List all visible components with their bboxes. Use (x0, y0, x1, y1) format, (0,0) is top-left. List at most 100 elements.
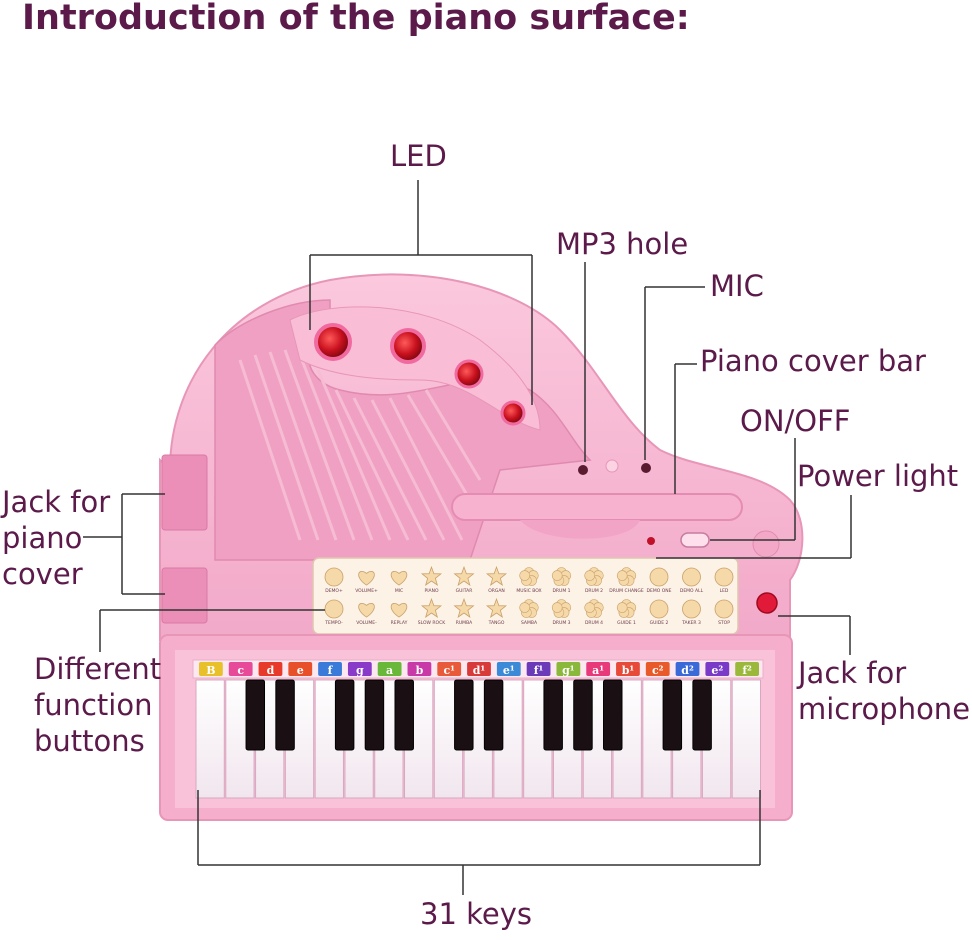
function-button-bottom-1[interactable] (324, 599, 344, 619)
black-keys (245, 679, 712, 751)
note-tag (526, 662, 551, 676)
microphone-jack (756, 592, 778, 614)
black-key[interactable] (603, 679, 623, 751)
label-mp3-hole: MP3 hole (556, 227, 689, 261)
note-tag (377, 662, 402, 676)
function-button-label: VOLUME+ (355, 588, 378, 594)
page-title: Introduction of the piano surface: (22, 0, 690, 38)
label-jack-microphone-line1: Jack for (798, 656, 907, 690)
function-button-bottom-11[interactable] (649, 599, 669, 619)
function-button-top-1[interactable] (324, 567, 344, 587)
function-button-top-4[interactable] (420, 565, 443, 586)
led-light-3 (454, 359, 484, 389)
black-key[interactable] (692, 679, 712, 751)
label-jack-piano-cover-line3: cover (2, 557, 83, 591)
function-button-label: TEMPO- (324, 620, 343, 626)
function-button-label: DEMO+ (325, 588, 343, 594)
mp3-hole (578, 465, 588, 475)
function-button-bottom-6[interactable] (485, 597, 508, 618)
function-button-top-3[interactable] (390, 571, 408, 586)
function-button-label: DRUM 2 (585, 588, 603, 594)
function-button-bottom-7[interactable] (519, 599, 539, 618)
function-button-label: TANGO (488, 620, 505, 626)
note-tag (288, 662, 313, 676)
note-tag (705, 662, 730, 676)
note-label: d² (681, 664, 694, 677)
black-key[interactable] (334, 679, 355, 751)
function-button-top-10[interactable] (616, 567, 637, 586)
function-button-bottom-12[interactable] (682, 599, 701, 619)
function-button-label: STOP (718, 620, 730, 626)
black-key[interactable] (275, 679, 295, 751)
function-button-top-12[interactable] (682, 567, 701, 587)
function-button-top-7[interactable] (519, 567, 539, 586)
function-button-bottom-4[interactable] (420, 597, 443, 618)
black-key[interactable] (573, 679, 593, 751)
note-tag (228, 662, 253, 676)
function-button-label: MIC (395, 588, 403, 594)
label-function-buttons-line3: buttons (34, 724, 145, 758)
label-jack-piano-cover-line2: piano (2, 521, 83, 555)
note-label: d¹ (473, 664, 486, 677)
function-button-top-11[interactable] (649, 567, 669, 587)
cover-jack-top (161, 454, 208, 531)
function-button-top-6[interactable] (485, 565, 508, 586)
led-light-2 (390, 328, 426, 364)
label-on-off: ON/OFF (740, 404, 851, 438)
note-tag (645, 662, 670, 676)
function-button-top-13[interactable] (714, 567, 734, 587)
function-button-label: SLOW ROCK (418, 620, 446, 626)
function-button-bottom-9[interactable] (584, 599, 604, 618)
black-key[interactable] (543, 679, 563, 751)
note-label: B (206, 664, 215, 677)
function-button-bottom-5[interactable] (453, 597, 475, 618)
function-button-label: DEMO ALL (680, 588, 704, 594)
note-label: e (297, 664, 304, 677)
note-tag (675, 662, 700, 676)
label-jack-piano-cover-line1: Jack for (2, 485, 111, 519)
note-tag (556, 662, 581, 676)
note-label: g (356, 664, 364, 677)
note-tag (258, 662, 283, 676)
function-button-bottom-3[interactable] (390, 603, 408, 618)
black-key[interactable] (245, 679, 266, 751)
black-key[interactable] (364, 679, 385, 751)
label-piano-cover-bar: Piano cover bar (700, 344, 926, 378)
function-button-label: DRUM 3 (552, 620, 570, 626)
function-button-top-9[interactable] (584, 567, 604, 586)
function-button-bottom-10[interactable] (616, 599, 637, 618)
black-key[interactable] (662, 679, 683, 751)
note-tag (318, 662, 342, 676)
function-button-label: GUIDE 2 (650, 620, 669, 626)
function-button-top-5[interactable] (453, 565, 475, 586)
note-tag (586, 662, 611, 676)
black-key[interactable] (454, 679, 474, 751)
white-key[interactable] (731, 679, 761, 799)
note-label: a¹ (592, 664, 604, 677)
note-label: c¹ (443, 664, 455, 677)
function-button-label: DRUM CHANGE (609, 588, 644, 594)
function-button-label: GUITAR (456, 588, 473, 594)
function-button-top-8[interactable] (551, 567, 572, 586)
note-tag (407, 662, 432, 676)
function-button-bottom-2[interactable] (358, 603, 375, 618)
on-off-switch (680, 532, 710, 548)
function-button-top-2[interactable] (358, 571, 375, 586)
note-label: g¹ (562, 664, 575, 677)
note-tag (437, 662, 462, 676)
label-power-light: Power light (797, 459, 959, 493)
black-key[interactable] (483, 679, 504, 751)
function-button-label: GUIDE 1 (617, 620, 636, 626)
white-key[interactable] (195, 679, 225, 799)
function-button-label: DEMO ONE (647, 588, 672, 594)
function-button-bottom-13[interactable] (714, 599, 734, 619)
note-tag (735, 662, 759, 676)
function-button-bottom-8[interactable] (551, 599, 572, 618)
black-key[interactable] (394, 679, 414, 751)
led-light-1 (314, 323, 352, 361)
note-label: b¹ (622, 664, 635, 677)
function-button-label: LED (720, 588, 729, 594)
sound-board (214, 299, 592, 561)
note-tag (199, 662, 223, 676)
